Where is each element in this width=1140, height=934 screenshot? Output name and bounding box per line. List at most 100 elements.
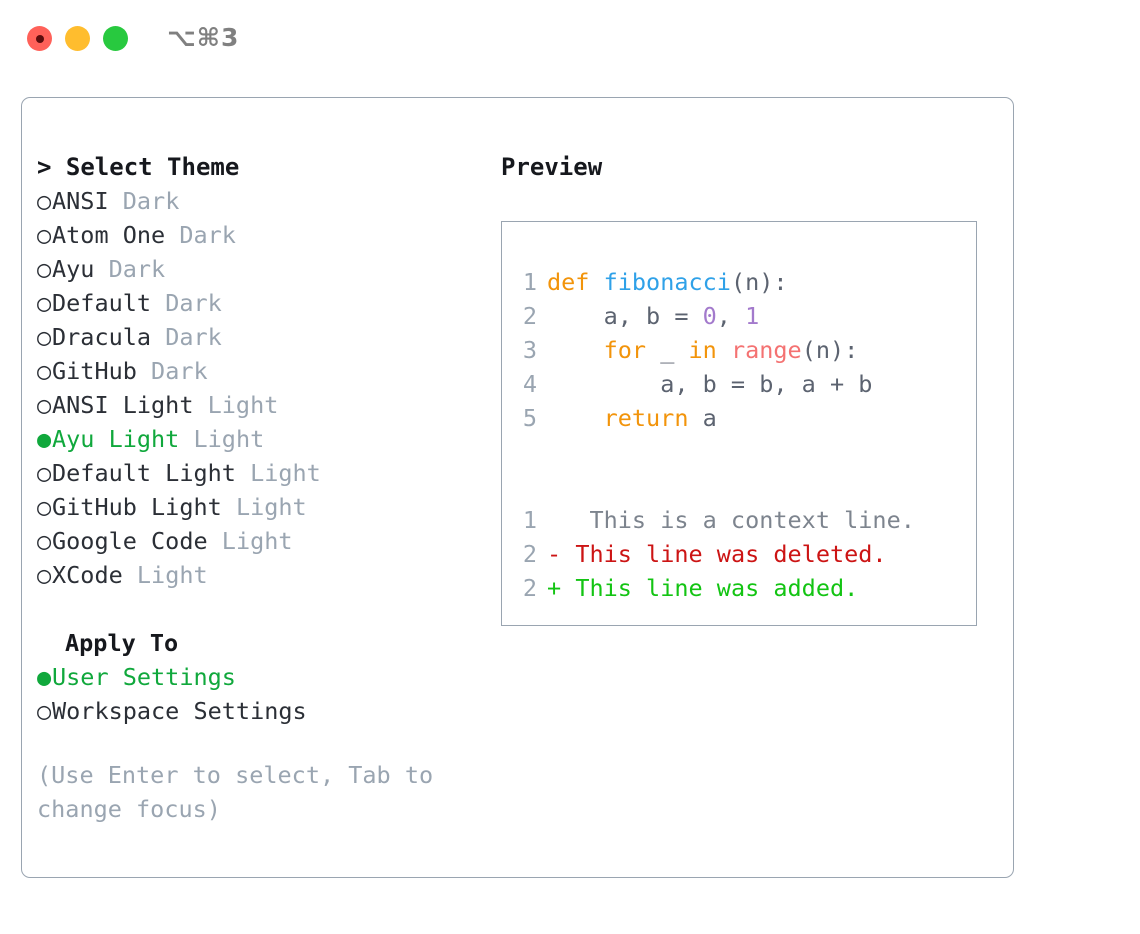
theme-item-tag: Light — [250, 459, 321, 487]
token-number: 1 — [745, 302, 760, 330]
line-number: 4 — [522, 370, 537, 398]
token-indent — [547, 336, 604, 364]
line-number: 1 — [522, 268, 537, 296]
radio-icon: ○ — [37, 459, 52, 487]
diff-text: This line was deleted. — [575, 540, 887, 568]
token-punctuation: (n): — [801, 336, 859, 364]
theme-item-tag: Dark — [165, 289, 222, 317]
maximize-button[interactable] — [103, 26, 128, 51]
theme-item-ayu-light[interactable]: ●Ayu Light Light — [37, 422, 497, 456]
theme-item-dracula-dark[interactable]: ○Dracula Dark — [37, 320, 497, 354]
apply-to-header: Apply To — [65, 629, 179, 657]
code-blank-line — [515, 435, 970, 469]
diff-text: This line was added. — [575, 574, 859, 602]
theme-item-label: GitHub Light — [52, 493, 222, 521]
minimize-button[interactable] — [65, 26, 90, 51]
theme-item-github-dark[interactable]: ○GitHub Dark — [37, 354, 497, 388]
theme-item-tag: Dark — [108, 255, 166, 283]
radio-icon: ○ — [37, 323, 52, 351]
radio-icon: ○ — [37, 527, 52, 555]
theme-item-label: Atom One — [52, 221, 166, 249]
code-line-5: 5 return a — [515, 401, 970, 435]
line-number: 2 — [522, 540, 537, 568]
keyboard-hint-text: (Use Enter to select, Tab to change focu… — [37, 761, 448, 823]
theme-item-atom-one-dark[interactable]: ○Atom One Dark — [37, 218, 497, 252]
theme-item-xcode[interactable]: ○XCode Light — [37, 558, 497, 592]
token-variable: a, b = b, a + b — [660, 370, 873, 398]
token-punctuation: , — [716, 302, 746, 330]
theme-item-tag: Light — [221, 527, 293, 555]
theme-item-tag: Dark — [165, 323, 222, 351]
apply-to-label: Workspace Settings — [52, 697, 307, 725]
theme-item-label: XCode — [52, 561, 123, 589]
code-line-4: 4 a, b = b, a + b — [515, 367, 970, 401]
radio-selected-icon: ● — [37, 663, 52, 691]
token-variable: _ — [646, 336, 689, 364]
diff-line-added: 2+ This line was added. — [515, 571, 970, 605]
code-line-2: 2 a, b = 0, 1 — [515, 299, 970, 333]
code-blank-line — [515, 469, 970, 503]
apply-to-workspace-settings[interactable]: ○Workspace Settings — [37, 694, 497, 728]
theme-item-tag: Dark — [122, 187, 180, 215]
theme-item-label: Ayu — [52, 255, 95, 283]
theme-item-google-code[interactable]: ○Google Code Light — [37, 524, 497, 558]
theme-item-ayu-dark[interactable]: ○Ayu Dark — [37, 252, 497, 286]
theme-item-label: ANSI — [52, 187, 109, 215]
radio-icon: ○ — [37, 357, 52, 385]
theme-item-default-light[interactable]: ○Default Light Light — [37, 456, 497, 490]
radio-icon: ○ — [37, 289, 52, 317]
preview-title: Preview — [501, 153, 603, 181]
theme-item-ansi-light[interactable]: ○ANSI Light Light — [37, 388, 497, 422]
theme-item-tag: Light — [193, 425, 265, 453]
token-indent — [547, 302, 604, 330]
theme-item-label: GitHub — [52, 357, 137, 385]
token-variable: a, b = — [603, 302, 703, 330]
token-punctuation: (n): — [730, 268, 788, 296]
token-keyword: return — [603, 404, 689, 432]
theme-item-tag: Dark — [179, 221, 236, 249]
token-variable: a — [688, 404, 717, 432]
radio-icon: ○ — [37, 493, 52, 521]
theme-item-default-dark[interactable]: ○Default Dark — [37, 286, 497, 320]
token-builtin: range — [730, 336, 802, 364]
theme-item-ansi-dark[interactable]: ○ANSI Dark — [37, 184, 497, 218]
apply-to-user-settings[interactable]: ●User Settings — [37, 660, 497, 694]
line-number: 2 — [522, 574, 537, 602]
code-line-3: 3 for _ in range(n): — [515, 333, 970, 367]
theme-item-tag: Dark — [151, 357, 208, 385]
shortcut-label: ⌥⌘3 — [167, 23, 240, 52]
token-number: 0 — [702, 302, 717, 330]
token-space — [717, 336, 731, 364]
radio-icon: ○ — [37, 255, 52, 283]
radio-icon: ○ — [37, 187, 52, 215]
diff-marker: - — [547, 540, 562, 568]
theme-item-label: Ayu Light — [52, 425, 180, 453]
radio-icon: ○ — [37, 697, 52, 725]
line-number: 3 — [522, 336, 537, 364]
close-button[interactable] — [27, 26, 52, 51]
theme-item-label: ANSI Light — [52, 391, 194, 419]
token-keyword: for — [603, 336, 647, 364]
theme-item-label: Dracula — [52, 323, 152, 351]
traffic-light-buttons — [27, 26, 128, 51]
radio-icon: ○ — [37, 221, 52, 249]
theme-item-github-light[interactable]: ○GitHub Light Light — [37, 490, 497, 524]
line-number: 2 — [522, 302, 537, 330]
apply-to-label: User Settings — [52, 663, 236, 691]
token-indent — [547, 404, 604, 432]
theme-item-label: Default — [52, 289, 152, 317]
theme-list-header: > Select Theme — [37, 150, 497, 184]
diff-text: This is a context line. — [561, 506, 915, 534]
line-number: 1 — [522, 506, 537, 534]
theme-selector-panel: > Select Theme ○ANSI Dark ○Atom One Dark… — [21, 97, 1014, 878]
title-bar: ⌥⌘3 — [0, 0, 1140, 78]
theme-item-tag: Light — [207, 391, 279, 419]
theme-list-header-label: Select Theme — [65, 153, 240, 181]
token-keyword: in — [688, 336, 717, 364]
token-function: fibonacci — [603, 268, 731, 296]
radio-icon: ○ — [37, 561, 52, 589]
